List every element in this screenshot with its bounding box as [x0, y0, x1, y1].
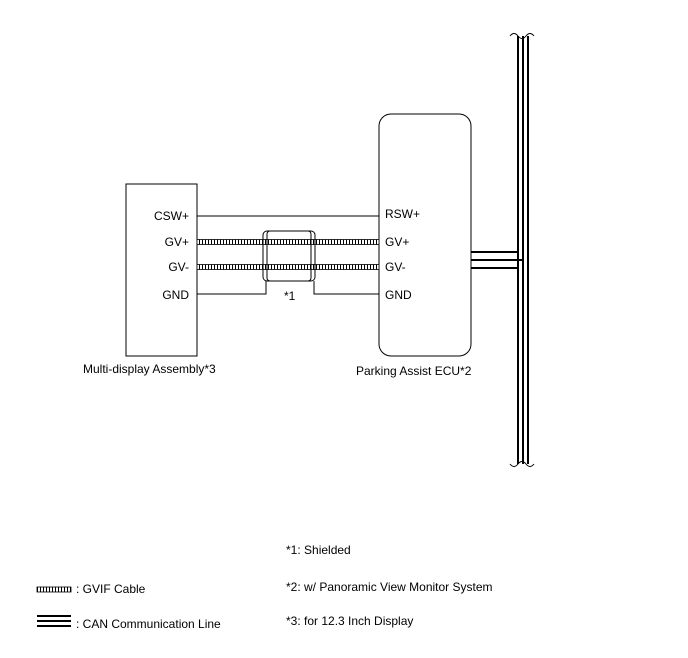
shield-loop-inner — [266, 230, 312, 282]
shield-label: *1 — [284, 289, 296, 303]
gnd-wire-left — [197, 281, 267, 295]
legend-gvif-label: : GVIF Cable — [76, 582, 146, 596]
note-panoramic: *2: w/ Panoramic View Monitor System — [286, 580, 493, 594]
ecu-pin-gv-plus: GV+ — [385, 235, 409, 249]
note-display: *3: for 12.3 Inch Display — [286, 614, 414, 628]
can-branch — [471, 251, 524, 269]
gnd-wire-right — [313, 281, 379, 295]
md-pin-gv-minus: GV- — [168, 260, 189, 274]
md-pin-gv-plus: GV+ — [165, 235, 189, 249]
note-shielded: *1: Shielded — [286, 543, 351, 557]
md-pin-csw: CSW+ — [154, 209, 189, 223]
legend-can-icon — [37, 615, 71, 627]
gv-minus-cable — [196, 264, 380, 270]
legend-can-label: : CAN Communication Line — [76, 617, 221, 631]
ecu-pin-gv-minus: GV- — [385, 260, 406, 274]
ecu-pin-rsw: RSW+ — [385, 207, 420, 221]
parking-ecu-box — [378, 113, 472, 357]
can-bus — [509, 33, 535, 467]
gv-plus-cable — [196, 239, 380, 245]
multi-display-name: Multi-display Assembly*3 — [83, 362, 216, 376]
md-pin-gnd: GND — [162, 288, 189, 302]
shield-loop — [262, 230, 316, 282]
legend-gvif-icon — [36, 586, 72, 593]
ecu-pin-gnd: GND — [385, 288, 412, 302]
parking-ecu-name: Parking Assist ECU*2 — [356, 364, 472, 378]
multi-display-box — [125, 183, 198, 357]
